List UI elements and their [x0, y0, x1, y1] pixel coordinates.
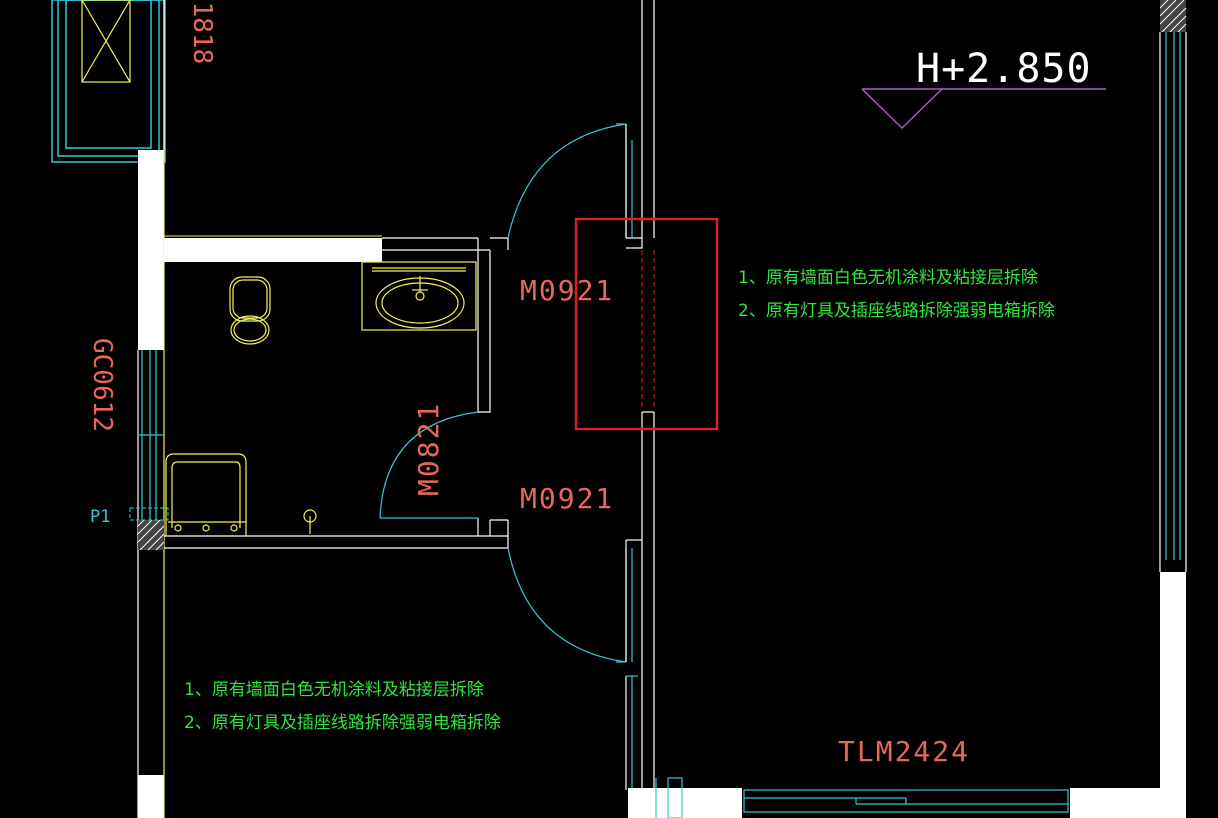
window-side-frame [138, 350, 164, 520]
door-bath-swing [379, 411, 479, 519]
bottom-wall [628, 777, 1186, 818]
pipe-symbol [129, 507, 169, 521]
label-window-top: C1818 [187, 0, 217, 64]
sink-symbol [361, 261, 477, 331]
floor-drain-symbol [303, 509, 317, 534]
demolished-wall-dashed [641, 250, 655, 410]
label-window-side: GC0612 [87, 338, 117, 432]
elevation-marker [861, 88, 1106, 129]
bathroom-top-wall [164, 235, 490, 262]
note-right-line2: 2、原有灯具及插座线路拆除强弱电箱拆除 [738, 301, 1055, 321]
label-door-bath: M0821 [412, 402, 445, 496]
window-top-glass-symbol [81, 0, 131, 83]
label-pipe: P1 [90, 507, 110, 527]
column-hatched [137, 519, 165, 551]
label-sliding-door: TLM2424 [838, 735, 970, 768]
shower-tray-symbol [165, 453, 247, 536]
toilet-symbol [229, 276, 271, 345]
right-wall [1159, 0, 1187, 788]
partition-wall [625, 0, 655, 790]
label-door-upper: M0921 [520, 274, 614, 307]
partition-cyan-lines [626, 140, 638, 790]
label-elevation: H+2.850 [916, 46, 1092, 92]
note-right-line1: 1、原有墙面白色无机涂料及粘接层拆除 [738, 268, 1038, 288]
sliding-door-symbol [743, 789, 1069, 813]
door-upper-swing [507, 123, 627, 239]
window-top-frame [51, 0, 166, 163]
note-left-line1: 1、原有墙面白色无机涂料及粘接层拆除 [184, 680, 484, 700]
bathroom-bottom-wall [164, 519, 509, 549]
door-lower-swing [507, 547, 627, 663]
bathroom-right-wall [477, 238, 491, 536]
note-left-line2: 2、原有灯具及插座线路拆除强弱电箱拆除 [184, 713, 501, 733]
label-door-lower: M0921 [520, 482, 614, 515]
corridor-wall-upper [490, 237, 509, 250]
left-wall [137, 0, 165, 818]
highlight-box [574, 217, 719, 431]
